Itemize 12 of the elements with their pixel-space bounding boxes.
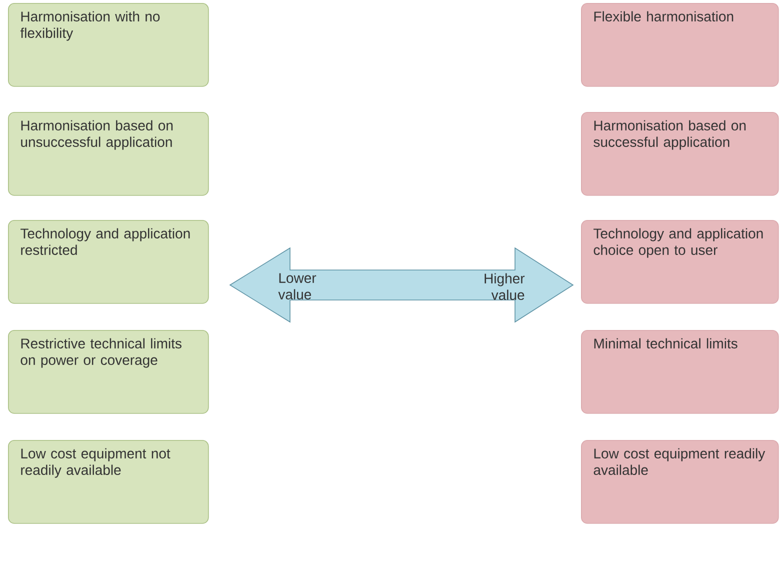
- text-box: Flexible harmonisation: [581, 3, 779, 87]
- text-box: Harmonisation based on unsuccessful application: [8, 112, 209, 196]
- text-box: Restrictive technical limits on power or coverage: [8, 330, 209, 414]
- text-box: Harmonisation based on successful application: [581, 112, 779, 196]
- arrow-label: Lower value: [278, 273, 316, 300]
- text-box: Technology and application choice open to user: [581, 220, 779, 304]
- arrow-label: Higher value: [484, 273, 525, 300]
- text-box: Harmonisation with no flexibility: [8, 3, 209, 87]
- text-box: Low cost equipment readily available: [581, 440, 779, 524]
- text-box: Minimal technical limits: [581, 330, 779, 414]
- text-box: Technology and application restricted: [8, 220, 209, 304]
- text-box: Low cost equipment not readily available: [8, 440, 209, 524]
